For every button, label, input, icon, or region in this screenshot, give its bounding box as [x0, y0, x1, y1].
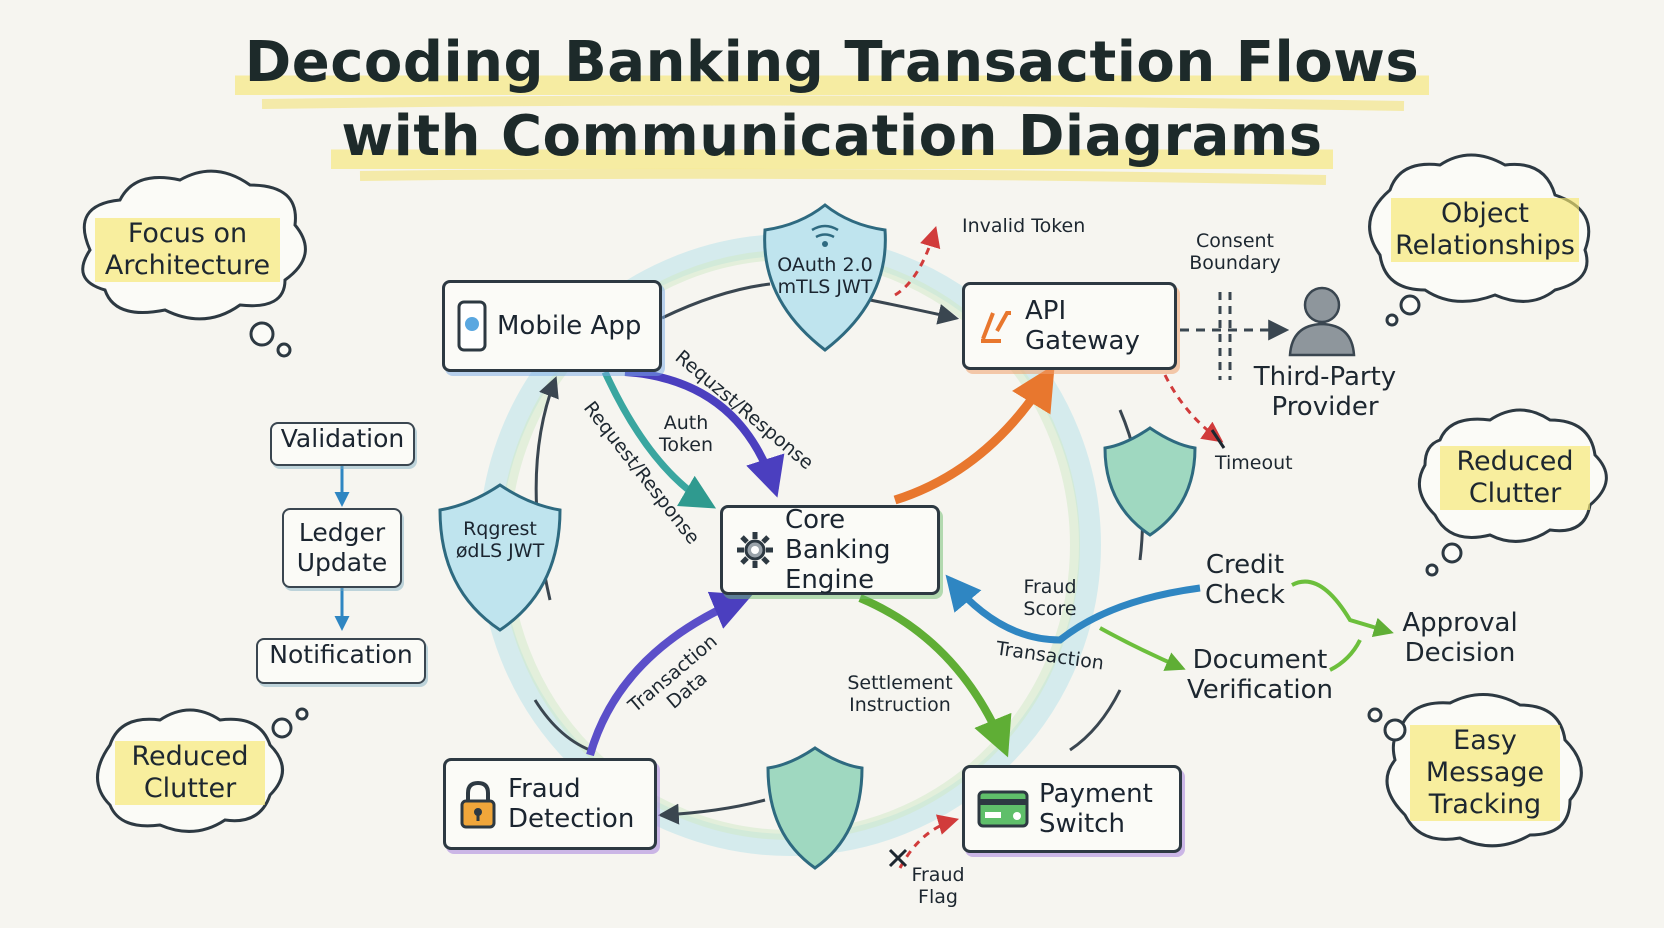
label-fraud-flag: Fraud Flag — [911, 864, 965, 908]
cross-icon — [888, 848, 908, 868]
node-fraud-detection-label: Fraud Detection — [508, 774, 635, 834]
arrow-settlement — [858, 594, 1012, 758]
arrow-transaction-data — [586, 591, 753, 757]
consent-boundary-line — [1218, 292, 1232, 380]
arrow-fraud-score — [945, 574, 1201, 644]
cloud-object-relationships: Object Relationships — [1391, 180, 1579, 280]
step-ledger-update: Ledger Update — [282, 508, 402, 588]
step-notification: Notification — [256, 638, 426, 684]
label-fraud-score: Fraud Score — [1023, 576, 1077, 620]
arrow-doc-to-approval — [1329, 639, 1362, 672]
arrow-to-doc-verification — [1099, 626, 1186, 671]
shield-icon — [766, 746, 864, 870]
label-consent-boundary: Consent Boundary — [1189, 230, 1281, 274]
shield-icon — [1103, 426, 1197, 537]
error-path-timeout — [1163, 374, 1224, 443]
lock-icon — [458, 779, 498, 829]
label-document-verification: Document Verification — [1186, 645, 1334, 705]
label-timeout: Timeout — [1215, 452, 1293, 474]
node-core-banking-label: Core Banking Engine — [785, 505, 891, 595]
cloud-easy-message-tracking: Easy Message Tracking — [1410, 715, 1560, 830]
label-invalid-token: Invalid Token — [962, 215, 1086, 237]
error-path-fraud-flag — [898, 814, 960, 869]
node-core-banking-engine[interactable]: Core Banking Engine — [720, 505, 940, 595]
node-payment-switch[interactable]: Payment Switch — [962, 765, 1182, 853]
arrow-credit-to-approval — [1291, 579, 1394, 637]
label-credit-check: Credit Check — [1205, 550, 1285, 610]
node-payment-switch-label: Payment Switch — [1039, 779, 1153, 839]
arrow-core-to-gateway — [893, 364, 1055, 505]
page-subtitle: with Communication Diagrams — [0, 104, 1664, 169]
title-line-2: with Communication Diagrams — [331, 104, 1333, 169]
shield-top-text: OAuth 2.0 mTLS JWT — [777, 254, 873, 298]
label-third-party-provider: Third-Party Provider — [1253, 362, 1397, 422]
person-icon — [1288, 286, 1356, 357]
arrow-request-response — [624, 368, 785, 498]
node-fraud-detection[interactable]: Fraud Detection — [443, 758, 657, 850]
cloud-reduced-clutter-right: Reduced Clutter — [1440, 430, 1590, 525]
error-path-invalid-token — [894, 225, 941, 297]
shield-icon — [438, 483, 562, 632]
label-approval-decision: Approval Decision — [1402, 608, 1518, 668]
node-api-gateway[interactable]: API Gateway — [962, 282, 1177, 370]
cloud-object-text: Object Relationships — [1391, 198, 1579, 262]
cloud-easy-text: Easy Message Tracking — [1410, 724, 1560, 821]
cloud-reduced-left-text: Reduced Clutter — [115, 741, 265, 805]
gateway-icon — [977, 307, 1015, 345]
step-validation: Validation — [270, 422, 415, 466]
cloud-reduced-clutter-left: Reduced Clutter — [115, 728, 265, 818]
cloud-focus-architecture: Focus on Architecture — [95, 205, 280, 295]
label-settlement-instruction: Settlement Instruction — [847, 672, 953, 716]
node-mobile-app[interactable]: Mobile App — [442, 280, 662, 372]
label-auth-token: Auth Token — [658, 412, 714, 456]
node-mobile-app-label: Mobile App — [497, 311, 642, 341]
title-line-1: Decoding Banking Transaction Flows — [234, 30, 1430, 95]
shield-icon — [763, 203, 887, 352]
page-title: Decoding Banking Transaction Flows — [0, 30, 1664, 95]
shield-left-text: Rqgrest ødLS JWT — [455, 518, 545, 562]
arrow-auth-token — [601, 370, 717, 509]
node-api-gateway-label: API Gateway — [1025, 296, 1140, 356]
cloud-focus-text: Focus on Architecture — [95, 218, 280, 282]
gear-icon — [735, 530, 775, 570]
cloud-reduced-right-text: Reduced Clutter — [1440, 445, 1590, 510]
card-icon — [977, 790, 1029, 828]
phone-icon — [457, 300, 487, 352]
